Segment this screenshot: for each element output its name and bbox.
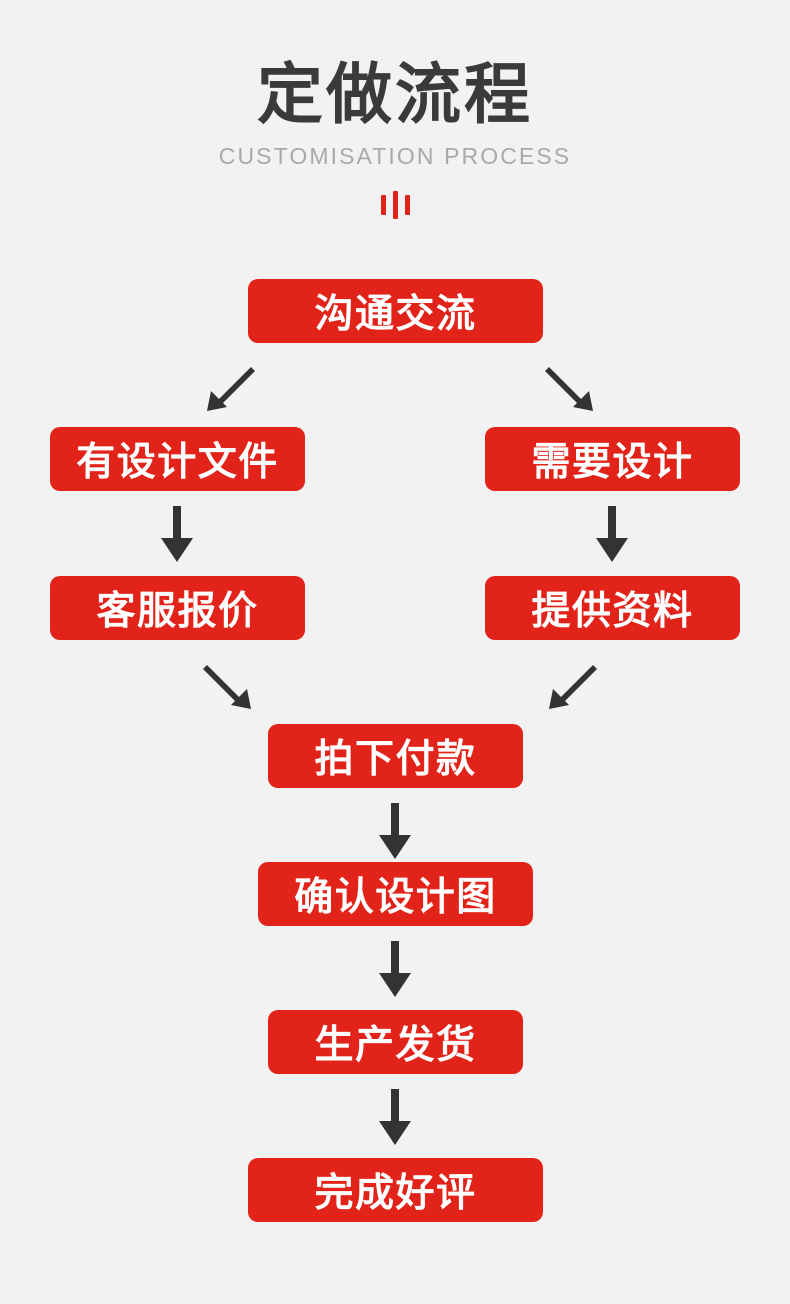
deco-bar-middle [392, 191, 398, 220]
flow-node-production-shipping[interactable]: 生产发货 [268, 1010, 523, 1074]
flow-node-provide-materials[interactable]: 提供资料 [485, 576, 740, 640]
page-header: 定做流程 CUSTOMISATION PROCESS [0, 60, 790, 220]
page-subtitle: CUSTOMISATION PROCESS [218, 143, 572, 170]
page-title: 定做流程 [257, 56, 533, 133]
arrow-down-icon-c8 [376, 941, 414, 999]
three-bars-icon [0, 190, 790, 220]
deco-bar-left [380, 195, 386, 216]
flow-node-communication[interactable]: 沟通交流 [248, 279, 543, 343]
arrow-down-icon-c7 [376, 803, 414, 861]
arrow-down-right-icon-c5 [203, 661, 255, 713]
arrow-down-left-icon-c1 [203, 363, 255, 415]
flow-node-place-order-payment[interactable]: 拍下付款 [268, 724, 523, 788]
arrow-down-right-icon-c2 [545, 363, 597, 415]
flow-node-complete-review[interactable]: 完成好评 [248, 1158, 543, 1222]
flow-node-has-design-file[interactable]: 有设计文件 [50, 427, 305, 491]
deco-bar-right [404, 195, 410, 216]
flow-node-confirm-design-draft[interactable]: 确认设计图 [258, 862, 533, 926]
arrow-down-left-icon-c6 [545, 661, 597, 713]
arrow-down-icon-c3 [158, 506, 196, 564]
flow-node-service-quote[interactable]: 客服报价 [50, 576, 305, 640]
flow-node-need-design[interactable]: 需要设计 [485, 427, 740, 491]
arrow-down-icon-c9 [376, 1089, 414, 1147]
arrow-down-icon-c4 [593, 506, 631, 564]
